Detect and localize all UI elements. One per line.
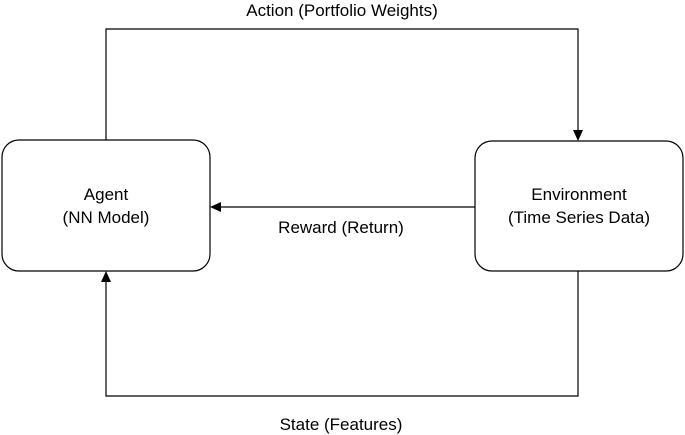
reward-arrowhead <box>210 202 221 212</box>
environment-node: Environment (Time Series Data) <box>474 140 684 272</box>
state-arrowhead <box>101 271 111 282</box>
agent-box <box>1 139 211 272</box>
action-label: Action (Portfolio Weights) <box>246 1 437 20</box>
environment-title: Environment <box>531 185 627 204</box>
state-edge-line <box>105 271 579 397</box>
environment-subtitle: (Time Series Data) <box>508 208 650 227</box>
state-edge <box>101 271 579 397</box>
agent-subtitle: (NN Model) <box>63 208 150 227</box>
environment-box <box>474 140 684 272</box>
state-label: State (Features) <box>280 415 403 434</box>
reward-label: Reward (Return) <box>278 218 404 237</box>
agent-node: Agent (NN Model) <box>1 139 211 272</box>
agent-title: Agent <box>84 185 129 204</box>
action-edge-line <box>105 28 579 140</box>
action-edge <box>105 28 583 141</box>
action-arrowhead <box>573 130 583 141</box>
reward-edge <box>210 202 475 212</box>
